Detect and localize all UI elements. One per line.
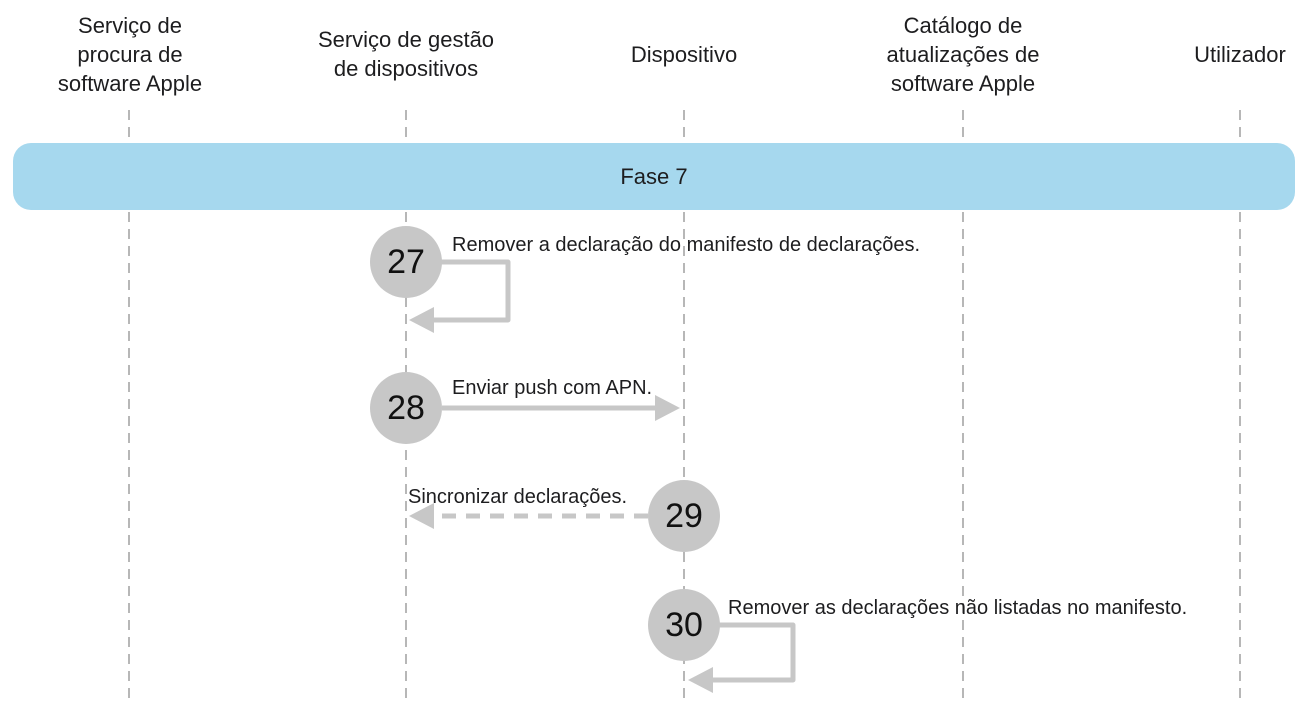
step-29-dashed-arrow xyxy=(409,503,648,529)
step-number: 30 xyxy=(665,605,703,644)
actor-label-line: atualizações de xyxy=(886,41,1040,67)
actor-label-line: Dispositivo xyxy=(630,41,738,67)
actor-header-servico-procura: Serviço de procura de software Apple xyxy=(0,0,260,108)
actor-label-line: software Apple xyxy=(890,70,1036,96)
actor-label-line: Serviço de gestão xyxy=(317,27,495,52)
step-number: 28 xyxy=(387,388,425,427)
step-30-label: Remover as declarações não listadas no m… xyxy=(728,597,1188,619)
arrowhead-left-icon xyxy=(409,503,434,529)
step-27-label: Remover a declaração do manifesto de dec… xyxy=(452,234,921,256)
phase-banner: Fase 7 xyxy=(13,143,1295,210)
actor-label-line: procura de xyxy=(77,41,183,67)
step-28-badge: 28 xyxy=(370,372,442,444)
actor-header-servico-gestao: Serviço de gestão de dispositivos xyxy=(276,0,536,108)
phase-banner-label: Fase 7 xyxy=(620,163,688,189)
actor-header-catalogo: Catálogo de atualizações de software App… xyxy=(833,0,1093,108)
arrowhead-left-icon xyxy=(688,667,713,693)
step-28-arrow xyxy=(442,395,680,421)
actor-header-utilizador: Utilizador xyxy=(1110,0,1303,108)
step-27-badge: 27 xyxy=(370,226,442,298)
step-30-badge: 30 xyxy=(648,589,720,661)
step-28-label: Enviar push com APN. xyxy=(452,377,653,399)
step-27-self-loop-arrow xyxy=(409,259,511,333)
actor-label-line: Utilizador xyxy=(1194,41,1286,67)
step-29-badge: 29 xyxy=(648,480,720,552)
arrowhead-right-icon xyxy=(655,395,680,421)
actor-label-line: software Apple xyxy=(57,70,203,96)
step-29-label: Sincronizar declarações. xyxy=(408,486,627,508)
step-number: 29 xyxy=(665,496,703,535)
actor-header-dispositivo: Dispositivo xyxy=(554,0,814,108)
arrowhead-left-icon xyxy=(409,307,434,333)
step-number: 27 xyxy=(387,242,425,281)
actor-label-line: de dispositivos xyxy=(333,56,479,81)
step-30-self-loop-arrow xyxy=(688,622,796,693)
actor-label-line: Serviço de xyxy=(78,12,182,38)
actor-label-line: Catálogo de xyxy=(903,12,1023,38)
